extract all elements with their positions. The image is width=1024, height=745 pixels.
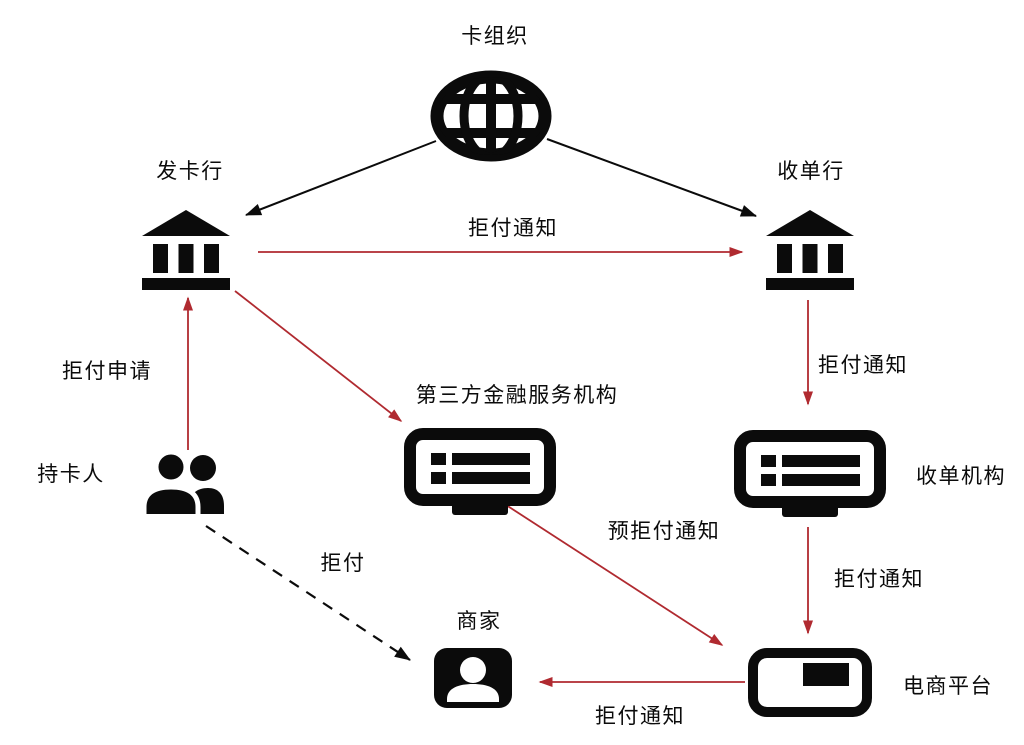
node-label-acquirer-org: 收单机构 [916, 465, 1006, 488]
node-label-cardholder: 持卡人 [37, 463, 105, 486]
monitor-icon [404, 428, 556, 516]
device-icon [748, 648, 872, 717]
person-card-icon [433, 647, 513, 709]
bank-icon [142, 210, 230, 290]
node-label-third-party-fsp: 第三方金融服务机构 [415, 384, 619, 407]
edge-cardorg-to-acquiringbank [546, 138, 757, 217]
edge-cardorg-to-issuingbank [245, 140, 437, 216]
node-label-issuing-bank: 发卡行 [156, 160, 224, 183]
edge-label-chargeback: 拒付 [320, 552, 366, 575]
bank-icon [766, 210, 854, 290]
edge-thirdparty-to-ecommerce [502, 502, 724, 646]
globe-icon [429, 70, 553, 162]
monitor-icon [734, 430, 886, 518]
edge-label-chargeback-request: 拒付申请 [62, 360, 152, 383]
edge-label-pre-chargeback-notice: 预拒付通知 [607, 520, 721, 543]
node-label-card-org: 卡组织 [461, 25, 529, 48]
edge-label-chargeback-notice-right1: 拒付通知 [818, 354, 908, 377]
edge-cardholder-to-merchant-dashed [205, 525, 411, 661]
edge-label-chargeback-notice-right2: 拒付通知 [834, 568, 924, 591]
node-label-acquiring-bank: 收单行 [777, 160, 845, 183]
edge-label-chargeback-notice-top: 拒付通知 [468, 217, 558, 240]
node-label-ecommerce-platform: 电商平台 [903, 675, 993, 698]
people-icon [142, 452, 230, 514]
edge-issuingbank-to-thirdparty [234, 290, 403, 422]
edge-label-chargeback-notice-bottom: 拒付通知 [595, 705, 685, 728]
node-label-merchant: 商家 [456, 610, 502, 633]
